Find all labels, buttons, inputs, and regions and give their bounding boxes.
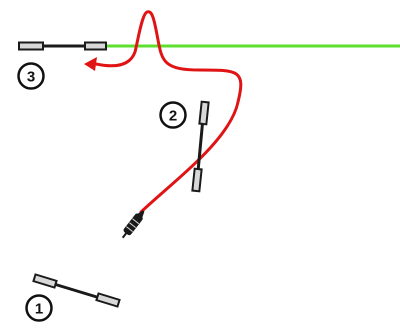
rope-handle-ridge-2 [129,222,136,229]
rope-arrowhead-icon [84,57,97,71]
step-marker-1-label: 1 [35,301,43,318]
step-marker-1-ring [25,294,53,322]
rope-handle-tip [137,210,145,218]
step-marker-2: 2 [159,101,187,129]
gear-3-left-grip [18,41,44,51]
gear-2-top-grip [198,100,210,126]
gear-1 [32,273,121,308]
rope-handle-icon [121,210,145,239]
rope-handle-ridge-3 [132,218,140,225]
gear-1-right-grip [95,292,121,308]
step-marker-3-label: 3 [27,69,35,86]
step-marker-2-ring [159,101,187,129]
gear-3-right-grip [84,41,107,51]
step-marker-2-label: 2 [169,108,177,125]
rope-handle-body [123,213,143,236]
rope-handle-ridge-1 [125,226,133,232]
gear-2 [191,100,210,193]
rope-handle-tail [121,232,128,239]
gear-1-left-grip [32,273,58,289]
gear-2-bottom-grip [191,167,203,193]
step-marker-1: 1 [25,294,53,322]
step-marker-3-ring [17,62,45,90]
step-marker-3: 3 [17,62,45,90]
rope-path [94,10,243,214]
gear-3 [18,41,107,51]
